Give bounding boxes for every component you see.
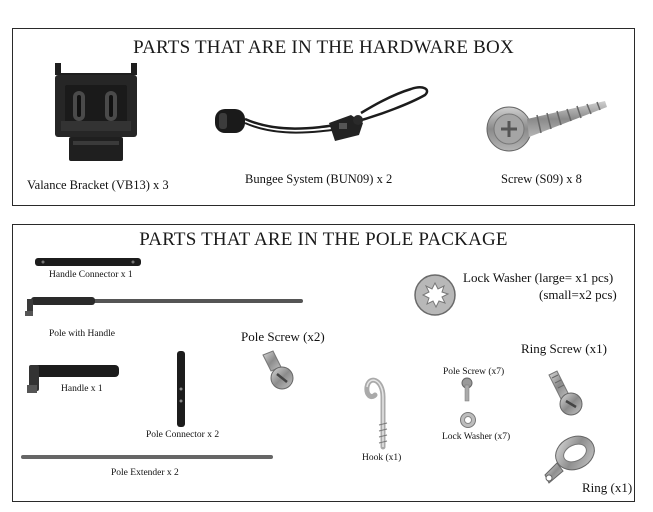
small-lock-washer-icon	[460, 412, 476, 428]
bungee-system-icon	[215, 86, 429, 141]
pole-package-title: PARTS THAT ARE IN THE POLE PACKAGE	[139, 229, 508, 250]
pole-screw-label: Pole Screw (x2)	[241, 329, 325, 344]
lock-washer-small-label: (small=x2 pcs)	[539, 287, 617, 302]
hardware-box-panel: PARTS THAT ARE IN THE HARDWARE BOX Valan…	[12, 28, 635, 206]
pole-screw-icon	[262, 350, 294, 390]
small-lock-washer-label: Lock Washer (x7)	[442, 432, 511, 442]
ring-screw-label: Ring Screw (x1)	[521, 341, 607, 356]
lock-washer-icon	[414, 274, 456, 316]
valance-bracket-icon	[55, 63, 137, 161]
bungee-system-label: Bungee System (BUN09) x 2	[245, 172, 393, 186]
hardware-box-title: PARTS THAT ARE IN THE HARDWARE BOX	[133, 37, 514, 58]
ring-screw-icon	[548, 370, 583, 416]
handle-connector-icon	[35, 258, 141, 266]
pole-with-handle-label: Pole with Handle	[49, 329, 115, 339]
pole-connector-label: Pole Connector x 2	[146, 430, 220, 440]
handle-icon	[27, 365, 119, 393]
ring-label: Ring (x1)	[582, 480, 633, 495]
lock-washer-large-label: Lock Washer (large= x1 pcs)	[463, 270, 614, 285]
pole-package-panel: PARTS THAT ARE IN THE POLE PACKAGE Handl…	[12, 224, 635, 502]
hook-icon	[364, 377, 388, 450]
screw-icon	[486, 101, 607, 152]
handle-label: Handle x 1	[61, 384, 103, 394]
screw-label: Screw (S09) x 8	[501, 172, 582, 186]
pole-extender-label: Pole Extender x 2	[111, 468, 179, 478]
pole-connector-icon	[177, 351, 185, 427]
pole-with-handle-icon	[25, 297, 303, 316]
hook-label: Hook (x1)	[362, 453, 402, 463]
small-pole-screw-label: Pole Screw (x7)	[443, 367, 505, 377]
pole-extender-icon	[21, 455, 273, 459]
valance-bracket-label: Valance Bracket (VB13) x 3	[27, 178, 169, 192]
ring-icon	[544, 435, 595, 484]
handle-connector-label: Handle Connector x 1	[49, 270, 133, 280]
small-pole-screw-icon	[461, 377, 473, 402]
